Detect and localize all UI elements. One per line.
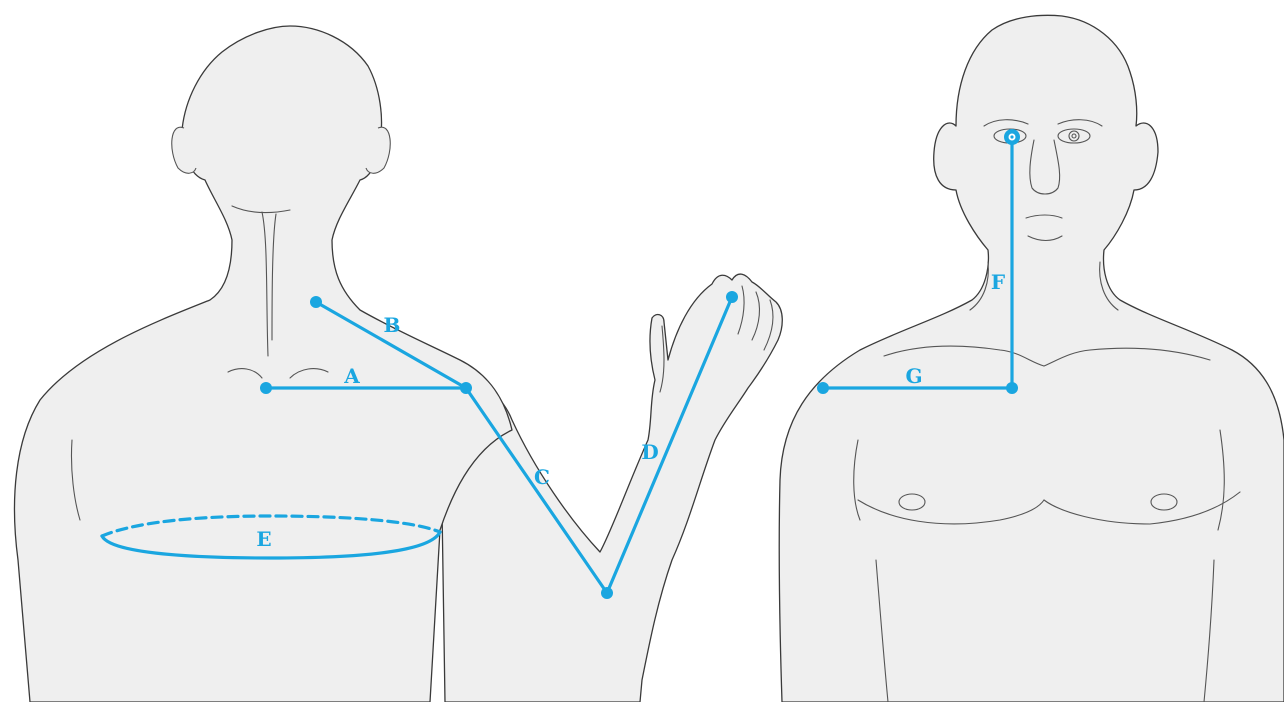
- label-b: B: [384, 313, 401, 337]
- label-c: C: [534, 465, 550, 489]
- measure-point: [460, 382, 472, 394]
- measure-point: [260, 382, 272, 394]
- back-view-figure: [14, 26, 782, 702]
- label-d: D: [641, 440, 658, 464]
- front-torso-outline: [779, 15, 1284, 702]
- raised-arm-outline: [440, 274, 782, 702]
- measure-point: [726, 291, 738, 303]
- label-g: G: [905, 364, 922, 388]
- label-e: E: [256, 527, 271, 551]
- measure-point: [817, 382, 829, 394]
- label-a: A: [343, 364, 360, 388]
- back-torso-outline: [14, 26, 512, 702]
- measure-point: [310, 296, 322, 308]
- measure-point: [1006, 382, 1018, 394]
- front-view-figure: [779, 15, 1284, 702]
- eye-marker-center: [1010, 135, 1013, 138]
- label-f: F: [991, 270, 1005, 294]
- measure-point: [601, 587, 613, 599]
